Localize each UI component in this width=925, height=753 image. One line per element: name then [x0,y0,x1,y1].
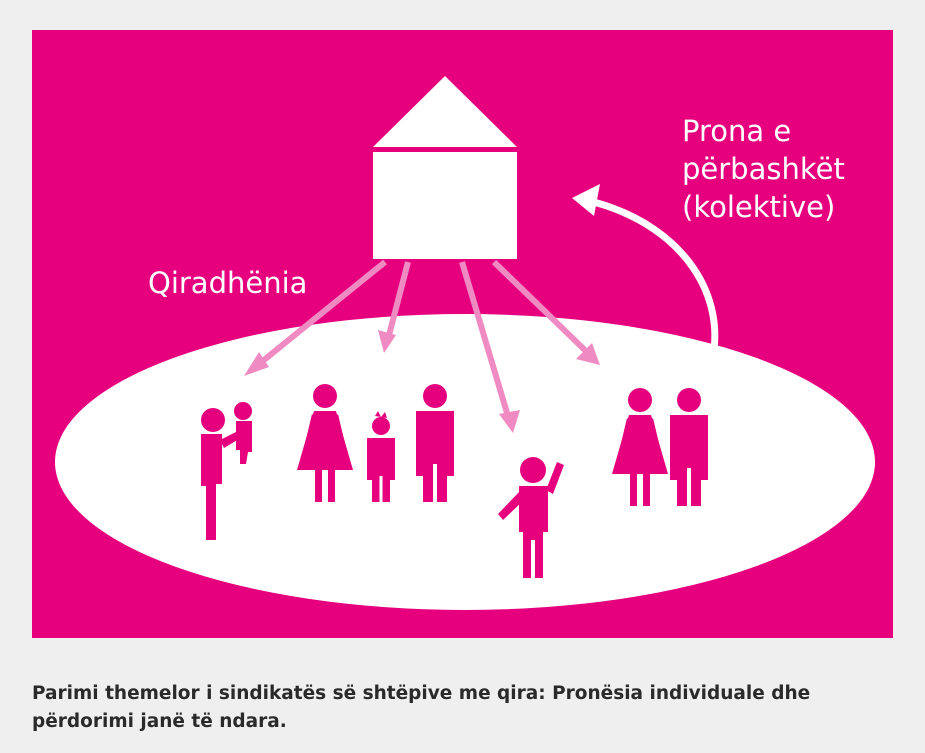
house-icon [373,76,517,259]
common-property-label-line: Prona e [682,114,792,148]
rent-label: Qiradhënia [148,266,308,300]
return-arrow [593,198,719,361]
return-arrowhead-icon [572,184,600,216]
adult-holding-child-figure [201,402,252,540]
community-ellipse [55,314,875,610]
rent-arrows [252,259,594,424]
arrowhead-icon [499,410,520,433]
common-property-label: Prona e përbashkët (kolektive) [682,112,845,226]
figure-caption: Parimi themelor i sindikatës së shtëpive… [32,683,811,732]
arrowhead-icon [244,352,269,376]
arrowhead-icon [576,343,600,365]
common-property-label-line: (kolektive) [682,190,836,224]
waving-child-figure [498,457,564,578]
arrowhead-icon [378,330,396,353]
diagram [32,30,893,638]
common-property-label-line: përbashkët [682,152,845,186]
